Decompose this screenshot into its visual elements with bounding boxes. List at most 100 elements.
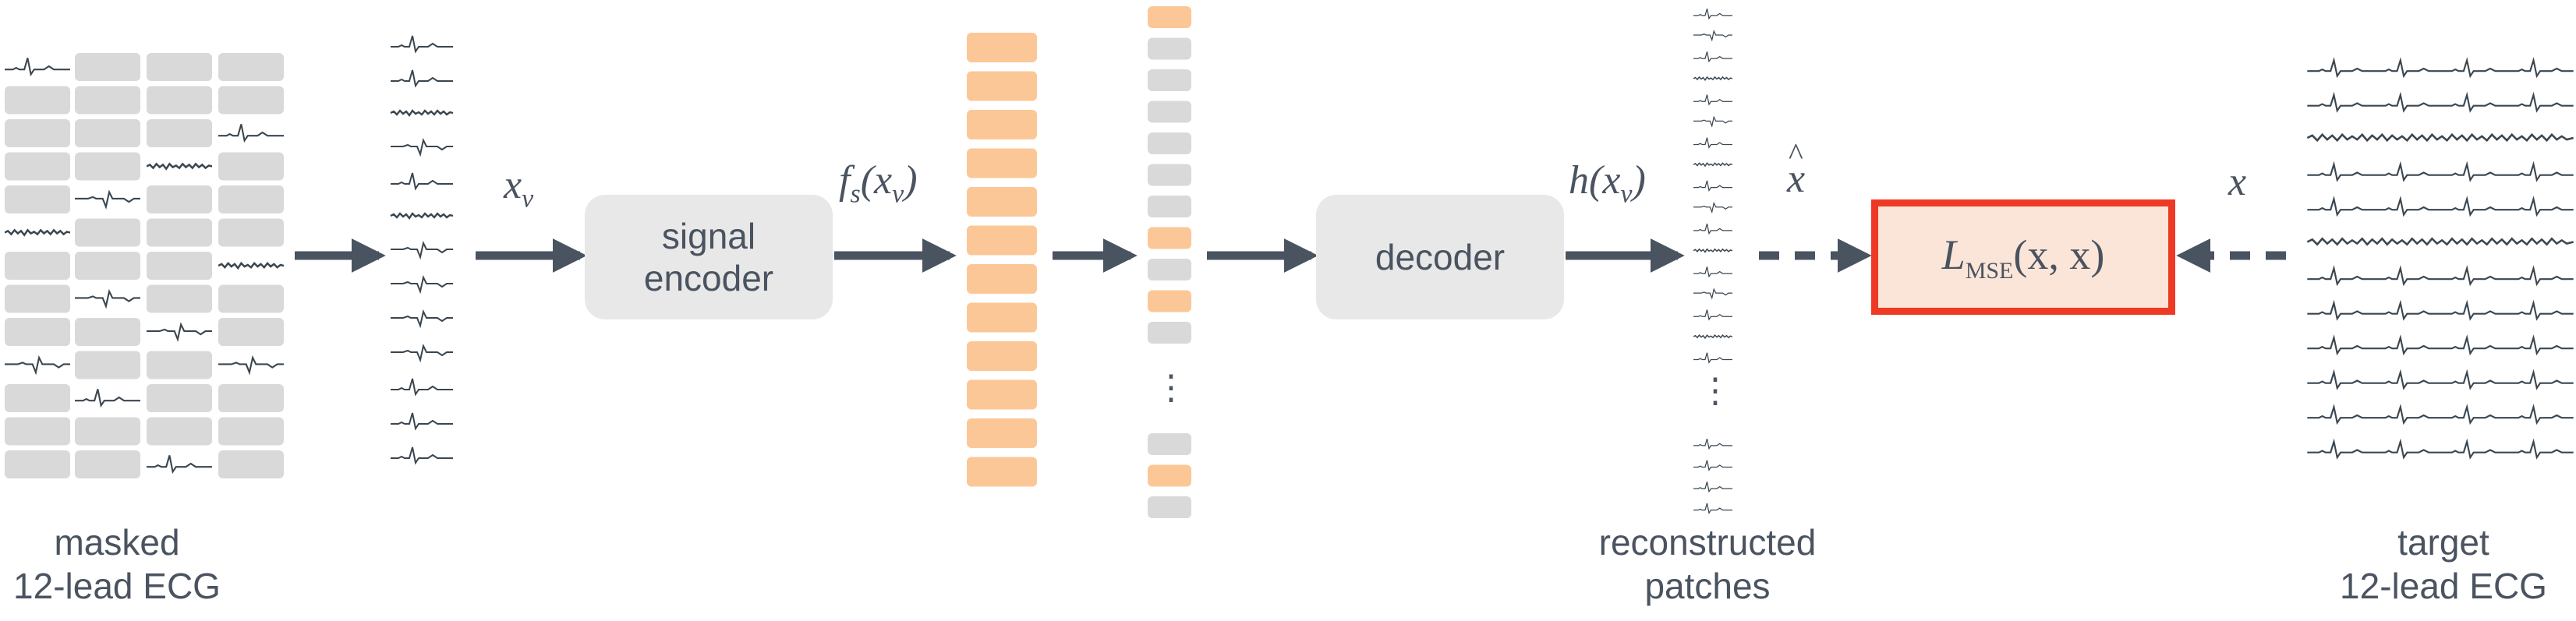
sequence-token	[1148, 132, 1191, 154]
embedding-token	[967, 71, 1037, 101]
ecg-patch-visible	[218, 356, 284, 374]
masked-patch-tile	[75, 417, 140, 446]
sequence-token	[1148, 101, 1191, 123]
reconstructed-patch	[1693, 288, 1732, 299]
visible-ecg-patch	[389, 212, 455, 220]
sequence-token	[1148, 6, 1191, 28]
embedding-token	[967, 148, 1037, 178]
sequence-token	[1148, 37, 1191, 60]
target-ecg-label-line2: 12-lead ECG	[2340, 566, 2547, 606]
masked-patch-tile	[147, 284, 212, 313]
masked-patch-tile	[75, 318, 140, 346]
reconstructed-patch	[1693, 503, 1732, 514]
masked-patch-tile	[218, 417, 284, 446]
masked-patch-tile	[5, 384, 70, 412]
masked-patch-tile	[147, 86, 212, 115]
reconstructed-patch	[1693, 460, 1732, 471]
masked-patch-tile	[5, 185, 70, 213]
masked-patch-tile	[75, 351, 140, 379]
target-ecg-lead	[2306, 302, 2574, 320]
visible-ecg-patch	[389, 69, 455, 87]
ecg-patch-visible	[147, 163, 212, 170]
reconstructed-patch	[1693, 438, 1732, 450]
reconstructed-patch	[1693, 76, 1732, 81]
visible-ecg-patch	[389, 446, 455, 464]
visible-ecg-patch	[389, 276, 455, 293]
x-target-label: x	[2228, 160, 2247, 204]
masked-patch-tile	[218, 53, 284, 81]
target-ecg-label-line1: target	[2397, 522, 2489, 563]
reconstructed-label-line1: reconstructed	[1598, 522, 1817, 563]
reconstructed-label-line2: patches	[1644, 566, 1771, 606]
masked-patch-tile	[5, 284, 70, 313]
masked-patch-tile	[75, 450, 140, 478]
embedding-token	[967, 379, 1037, 410]
sequence-token	[1148, 259, 1191, 281]
embedding-token	[967, 341, 1037, 371]
sequence-token	[1148, 433, 1191, 455]
sequence-token	[1148, 322, 1191, 344]
masked-patch-tile	[218, 318, 284, 346]
reconstructed-patch	[1693, 8, 1732, 19]
masked-ecg-label: masked 12-lead ECG	[0, 520, 234, 608]
target-ecg-lead	[2306, 198, 2574, 216]
target-ecg-lead	[2306, 267, 2574, 285]
reconstructed-patch	[1693, 162, 1732, 167]
sequence-token	[1148, 69, 1191, 91]
target-ecg-label: target 12-lead ECG	[2327, 520, 2560, 608]
masked-patch-tile	[75, 119, 140, 147]
token-sequence-column	[1148, 6, 1191, 518]
embedding-token	[967, 110, 1037, 139]
ecg-patch-visible	[147, 323, 212, 340]
ecg-patch-visible	[218, 123, 284, 142]
visible-ecg-patch	[389, 171, 455, 190]
visible-ecg-patch	[389, 242, 455, 259]
target-ecg-lead	[2306, 59, 2574, 77]
target-ecg-lead	[2306, 371, 2574, 390]
embedding-tokens-column	[967, 33, 1037, 487]
masked-patch-tile	[218, 450, 284, 478]
masked-patch-tile	[147, 185, 212, 213]
ecg-patch-visible	[75, 191, 140, 208]
ecg-patch-visible	[5, 57, 70, 76]
masked-patch-tile	[75, 152, 140, 181]
masked-patch-tile	[75, 53, 140, 81]
masked-patch-tile	[147, 252, 212, 280]
masked-patch-tile	[218, 152, 284, 181]
target-ecg-lead	[2306, 406, 2574, 424]
signal-encoder-block: signal encoder	[585, 195, 833, 319]
visible-ecg-patch	[389, 310, 455, 327]
visible-patches-column	[389, 34, 455, 464]
sequence-token	[1148, 496, 1191, 518]
masked-patch-tile	[147, 53, 212, 81]
reconstructed-patch	[1693, 116, 1732, 127]
masked-patch-tile	[5, 417, 70, 446]
masked-patch-tile	[147, 119, 212, 147]
h-xv-label: h(xv)	[1569, 158, 1646, 209]
embedding-token	[967, 302, 1037, 333]
masked-patch-tile	[147, 218, 212, 247]
masked-patch-tile	[147, 351, 212, 379]
sequence-token	[1148, 196, 1191, 217]
masked-patch-tile	[218, 384, 284, 412]
visible-ecg-patch	[389, 344, 455, 362]
ecg-patch-visible	[218, 262, 284, 270]
fs-xv-label: fs(xv)	[839, 158, 918, 209]
xv-label: xv	[504, 163, 534, 213]
reconstructed-patch	[1693, 223, 1732, 235]
reconstructed-patch	[1693, 30, 1732, 41]
masked-patch-tile	[218, 86, 284, 115]
reconstructed-ellipsis: ⋮	[1698, 372, 1732, 410]
sequence-token	[1148, 164, 1191, 186]
masked-ecg-label-line2: 12-lead ECG	[13, 566, 221, 606]
ecg-patch-visible	[5, 356, 70, 374]
reconstructed-patches-label: reconstructed patches	[1552, 520, 1863, 608]
visible-ecg-patch	[389, 139, 455, 156]
masked-patch-tile	[75, 218, 140, 247]
reconstructed-patch	[1693, 334, 1732, 339]
target-ecg-lead	[2306, 163, 2574, 182]
reconstructed-patch	[1693, 352, 1732, 363]
reconstructed-patch	[1693, 248, 1732, 253]
embedding-token	[967, 225, 1037, 256]
